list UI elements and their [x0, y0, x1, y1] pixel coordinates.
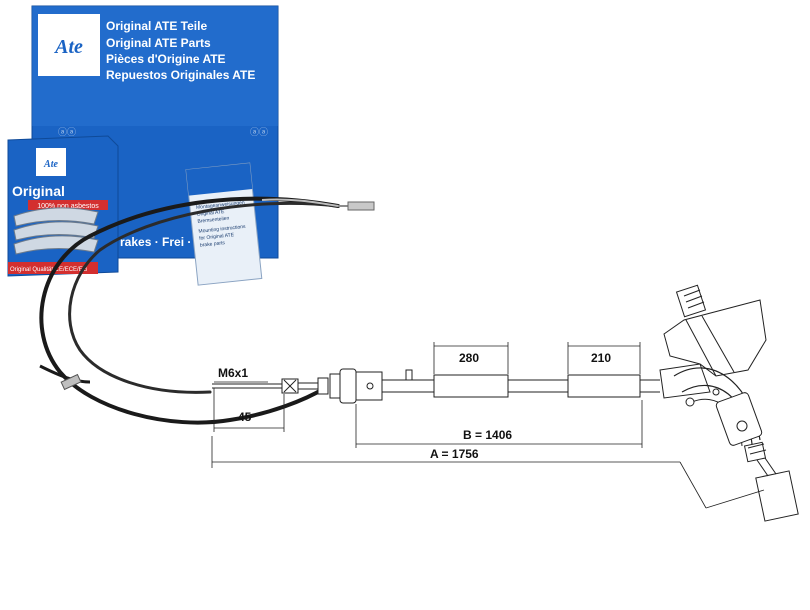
dim-a-label: A = 1756 [430, 447, 479, 461]
small-box-banner: 100% non asbestos [37, 203, 99, 210]
ate-logo-text: Ate [53, 36, 83, 58]
dim-sleeve2-label: 210 [591, 351, 611, 365]
leaflet-line-5: for Original ATE [199, 232, 235, 242]
watermark-icon-2: ⓐⓐ [250, 127, 268, 137]
leaflet-line-3: Bremsenteilen [197, 216, 230, 225]
leaflet-line-4: Mounting instructions [198, 224, 246, 235]
box-strip: rakes · Frei · os [120, 235, 209, 249]
small-box-title: Original [12, 183, 65, 199]
small-ate-logo-icon [36, 148, 66, 176]
dim-end-length-label: 45 [238, 410, 252, 424]
brake-pad-box: Ate Original 100% non asbestos Original … [7, 135, 119, 277]
cable-ferrule-icon [60, 373, 82, 391]
dim-thread-label: M6x1 [218, 366, 248, 380]
box-line-1: Original ATE Teile [106, 19, 207, 33]
watermark-icon: ⓐⓐ [58, 127, 76, 137]
leaflet-line-2: Original ATE [196, 209, 225, 218]
instruction-leaflet: Montageanweisungen Original ATE Bremsent… [185, 162, 263, 286]
dim-b-label: B = 1406 [463, 428, 512, 442]
brake-cable-photo [39, 196, 375, 425]
box-line-3: Pièces d'Origine ATE [106, 52, 226, 66]
technical-drawing [211, 284, 799, 522]
ate-logo-icon [38, 14, 100, 76]
cable-end-fitting-icon [347, 201, 375, 211]
small-box-footer: Original Qualität CE/ECE/EG [10, 267, 88, 273]
small-ate-logo-text: Ate [43, 159, 58, 170]
box-line-2: Original ATE Parts [106, 36, 211, 50]
leaflet-line-1: Montageanweisungen [196, 200, 246, 211]
dimension-lines [211, 342, 765, 509]
box-line-4: Repuestos Originales ATE [106, 68, 255, 82]
brake-pads-icon [13, 207, 99, 255]
dim-sleeve1-label: 280 [459, 351, 479, 365]
leaflet-line-6: brake parts [200, 240, 226, 249]
